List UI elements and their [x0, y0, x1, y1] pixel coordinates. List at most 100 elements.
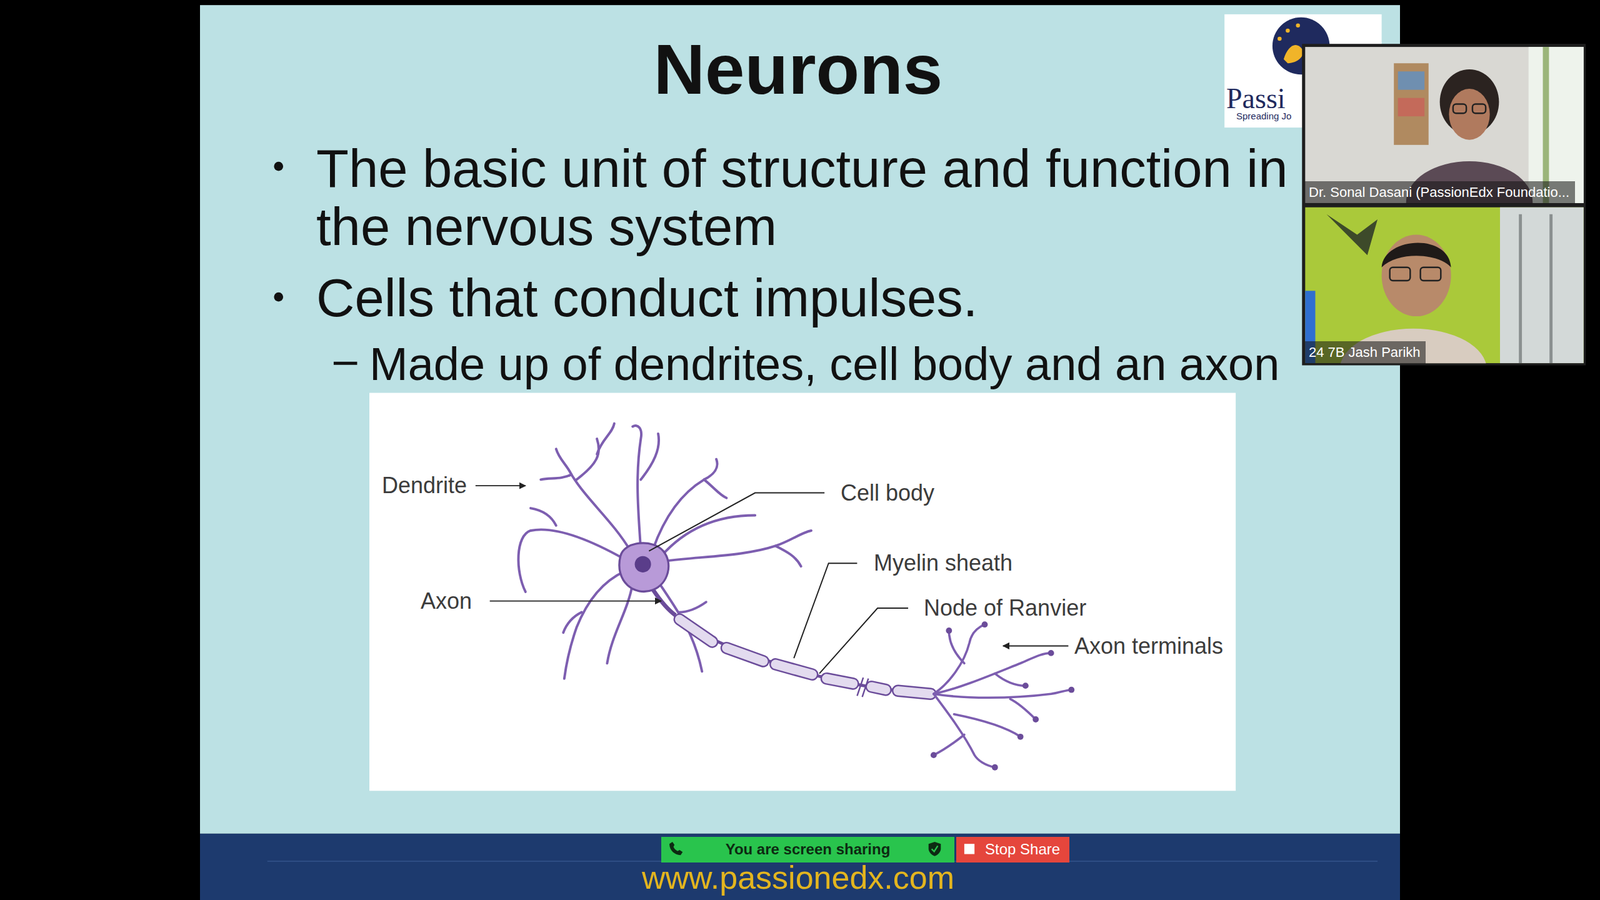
window-bar [1518, 214, 1522, 364]
myelin-segment [726, 648, 764, 662]
part-label: Myelin sheath [873, 550, 1013, 577]
node-text: Dr. Sonal Dasani (PassionEdx Foundatio..… [1308, 184, 1570, 201]
myelin-segment [726, 648, 764, 662]
part-label: Dendrite [381, 472, 467, 499]
dendrite [661, 515, 755, 556]
myelin-outline [679, 619, 931, 694]
dendrite [576, 438, 599, 480]
myelin-segment [871, 686, 886, 690]
myelin-segment [826, 678, 853, 684]
axon-terminals [933, 624, 1072, 768]
myelin-sheath [679, 619, 931, 694]
myelin-segment [775, 664, 813, 675]
leader-line [648, 493, 825, 552]
website-url: www.passionedx.com [485, 858, 1111, 897]
face [1381, 235, 1452, 317]
leader-arrow [1003, 645, 1069, 647]
dendrite [564, 571, 625, 679]
node-text: You are screen sharing [725, 840, 891, 859]
myelin-segment [898, 690, 931, 694]
myelin-segment [679, 619, 712, 642]
myelin-segment [898, 690, 931, 694]
bookshelf [1393, 63, 1429, 145]
bullet [273, 161, 284, 172]
terminal-branch [933, 624, 985, 694]
leader-arrow [475, 485, 526, 487]
leader-line [793, 563, 857, 659]
logo-hand [1283, 45, 1304, 64]
bullet-text: The basic unit of structure and function… [316, 139, 1317, 256]
dendrites [518, 423, 812, 679]
terminal-knobs [930, 621, 1075, 770]
dendrite [775, 545, 802, 567]
glasses [1453, 104, 1467, 114]
myelin-segment [679, 619, 712, 642]
window [1500, 206, 1584, 364]
bullet-text: Cells that conduct impulses. [316, 268, 978, 327]
logo-dot [1285, 28, 1290, 34]
myelin-segment [775, 664, 813, 675]
leader-arrow [490, 600, 662, 602]
dendrite [653, 459, 718, 550]
dendrite [704, 479, 727, 498]
video-tile [1305, 206, 1584, 364]
terminal-knob [1017, 733, 1024, 740]
logo-text: Passi [1226, 81, 1286, 116]
bullet [273, 292, 284, 302]
part-label: Axon terminals [1074, 633, 1224, 660]
terminal-branch [995, 673, 1026, 687]
hair [1381, 243, 1452, 268]
terminal-branch [933, 690, 1072, 699]
video-panel [1301, 43, 1586, 365]
logo-tagline: Spreading Jo [1236, 110, 1292, 122]
figure-panel [369, 393, 1236, 792]
node-text: Stop Share [985, 840, 1060, 859]
dendrite [563, 612, 582, 634]
books [1398, 71, 1425, 90]
participant-name: 24 7B Jash Parikh [1305, 341, 1426, 364]
terminal-knob [1022, 682, 1029, 689]
window-bar [1549, 214, 1553, 364]
video-tile [1305, 46, 1584, 204]
stop-share-button: Stop Share [956, 836, 1070, 863]
terminal-knob [981, 621, 989, 628]
slide [200, 5, 1400, 834]
books [1398, 98, 1425, 117]
break-line [856, 677, 864, 696]
terminal-knob [930, 751, 937, 759]
part-label: Node of Ranvier [923, 595, 1087, 622]
myelin-fill [679, 619, 931, 694]
sharing-banner: You are screen sharing [661, 836, 955, 863]
axon-hillock [653, 590, 676, 616]
logo-dot [1277, 36, 1282, 42]
myelin-segment [826, 678, 853, 684]
terminal-branch [1010, 698, 1036, 720]
terminal-knob [945, 627, 952, 634]
terminal-branch [948, 630, 964, 664]
glasses [1472, 104, 1486, 114]
face [1448, 88, 1490, 140]
terminal-branch [933, 653, 1052, 694]
terminal-knob [991, 764, 999, 771]
wall-decal [1326, 214, 1378, 255]
break-line [862, 678, 869, 697]
participant-name: Dr. Sonal Dasani (PassionEdx Foundatio..… [1305, 181, 1575, 204]
leader-lines [475, 485, 1069, 674]
sub-bullet [333, 361, 358, 365]
dendrite [678, 601, 707, 612]
myelin-segment [871, 686, 886, 690]
window [1528, 46, 1584, 204]
part-label: Cell body [840, 480, 935, 507]
node-text: 24 7B Jash Parikh [1308, 344, 1421, 361]
glasses [1420, 267, 1442, 281]
dendrite [540, 474, 572, 480]
part-label: Axon [420, 588, 472, 615]
nucleus [635, 556, 652, 573]
break-mark [856, 677, 869, 697]
